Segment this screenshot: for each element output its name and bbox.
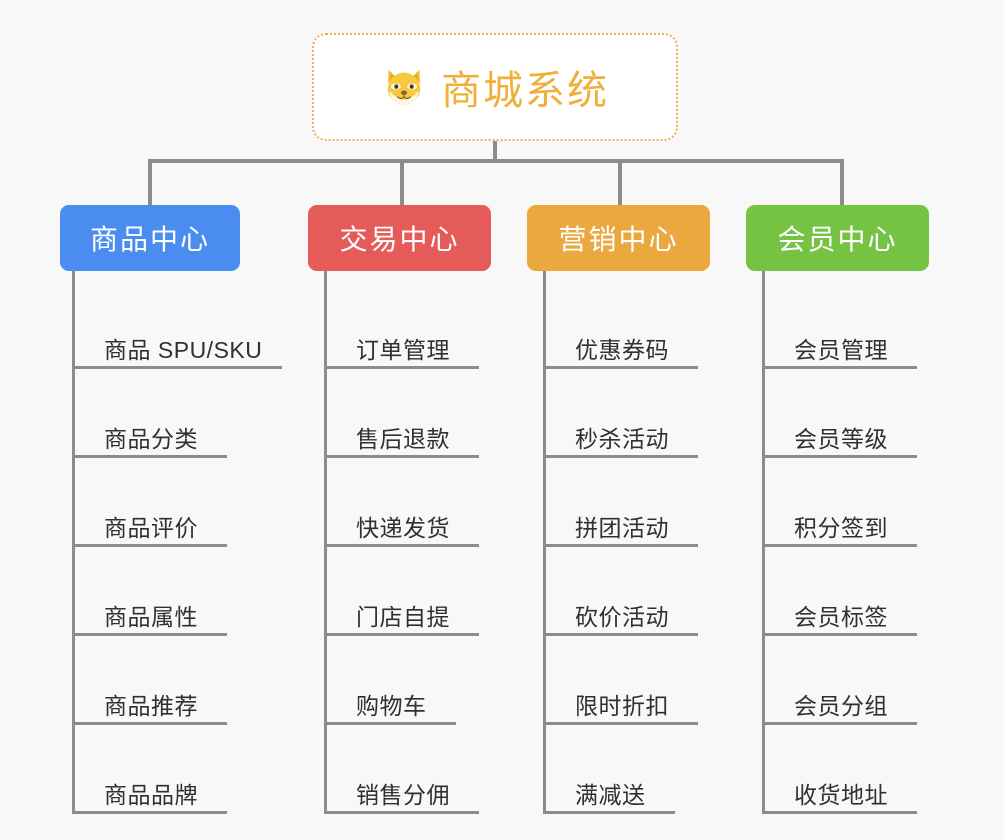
leaf-item-label: 会员分组 — [794, 692, 888, 719]
category-header-label: 交易中心 — [339, 224, 460, 255]
leaf-spine-4 — [762, 271, 765, 814]
leaf-item[interactable]: 商品推荐 — [72, 663, 227, 725]
leaf-spine-2 — [324, 271, 327, 814]
leaf-item-label: 收货地址 — [794, 781, 888, 808]
leaf-spine-1 — [72, 271, 75, 814]
leaf-item[interactable]: 商品品牌 — [72, 752, 227, 814]
leaf-item[interactable]: 商品评价 — [72, 485, 227, 547]
leaf-item-label: 快递发货 — [356, 514, 450, 541]
leaf-item-label: 门店自提 — [356, 603, 450, 630]
leaf-item-label: 优惠券码 — [575, 336, 669, 363]
leaf-item[interactable]: 优惠券码 — [543, 307, 698, 369]
leaf-item-label: 购物车 — [356, 692, 427, 719]
leaf-item[interactable]: 拼团活动 — [543, 485, 698, 547]
category-header-1[interactable]: 商品中心 — [60, 205, 240, 271]
leaf-item-label: 会员管理 — [794, 336, 888, 363]
leaf-item-label: 售后退款 — [356, 425, 450, 452]
leaf-item[interactable]: 会员管理 — [762, 307, 917, 369]
category-header-2[interactable]: 交易中心 — [308, 205, 491, 271]
leaf-spine-3 — [543, 271, 546, 814]
connector-drop-3 — [618, 159, 622, 207]
leaf-item[interactable]: 限时折扣 — [543, 663, 698, 725]
leaf-item-label: 商品推荐 — [104, 692, 198, 719]
leaf-item-label: 商品品牌 — [104, 781, 198, 808]
leaf-item-label: 商品属性 — [104, 603, 198, 630]
root-title: 商城系统 — [441, 69, 609, 113]
leaf-item[interactable]: 满减送 — [543, 752, 675, 814]
leaf-item[interactable]: 商品 SPU/SKU — [72, 307, 282, 369]
category-header-label: 商品中心 — [89, 224, 210, 255]
leaf-item-label: 商品评价 — [104, 514, 198, 541]
root-node[interactable]: 商城系统 — [312, 33, 678, 141]
leaf-item-label: 砍价活动 — [575, 603, 669, 630]
leaf-item[interactable]: 售后退款 — [324, 396, 479, 458]
leaf-item[interactable]: 商品分类 — [72, 396, 227, 458]
leaf-item[interactable]: 会员标签 — [762, 574, 917, 636]
leaf-item-label: 商品 SPU/SKU — [104, 336, 263, 363]
leaf-item[interactable]: 收货地址 — [762, 752, 917, 814]
leaf-item[interactable]: 销售分佣 — [324, 752, 479, 814]
leaf-item-label: 销售分佣 — [356, 781, 450, 808]
leaf-item[interactable]: 会员等级 — [762, 396, 917, 458]
leaf-item[interactable]: 商品属性 — [72, 574, 227, 636]
shiba-dog-face-icon — [381, 64, 427, 110]
leaf-item[interactable]: 会员分组 — [762, 663, 917, 725]
leaf-item-label: 订单管理 — [356, 336, 450, 363]
leaf-item[interactable]: 门店自提 — [324, 574, 479, 636]
leaf-item-label: 会员等级 — [794, 425, 888, 452]
leaf-item[interactable]: 砍价活动 — [543, 574, 698, 636]
leaf-item-label: 商品分类 — [104, 425, 198, 452]
connector-drop-2 — [400, 159, 404, 207]
connector-drop-1 — [148, 159, 152, 207]
leaf-item-label: 秒杀活动 — [575, 425, 669, 452]
leaf-item[interactable]: 快递发货 — [324, 485, 479, 547]
leaf-item[interactable]: 秒杀活动 — [543, 396, 698, 458]
connector-drop-4 — [840, 159, 844, 207]
category-header-label: 营销中心 — [558, 224, 679, 255]
leaf-item-label: 会员标签 — [794, 603, 888, 630]
category-header-3[interactable]: 营销中心 — [527, 205, 710, 271]
root-stem-line — [493, 141, 497, 163]
leaf-item-label: 积分签到 — [794, 514, 888, 541]
leaf-item-label: 满减送 — [575, 781, 646, 808]
connector-bus-line — [150, 159, 844, 163]
leaf-item[interactable]: 购物车 — [324, 663, 456, 725]
leaf-item-label: 限时折扣 — [575, 692, 669, 719]
leaf-item[interactable]: 积分签到 — [762, 485, 917, 547]
category-header-label: 会员中心 — [777, 224, 898, 255]
leaf-item-label: 拼团活动 — [575, 514, 669, 541]
leaf-item[interactable]: 订单管理 — [324, 307, 479, 369]
category-header-4[interactable]: 会员中心 — [746, 205, 929, 271]
